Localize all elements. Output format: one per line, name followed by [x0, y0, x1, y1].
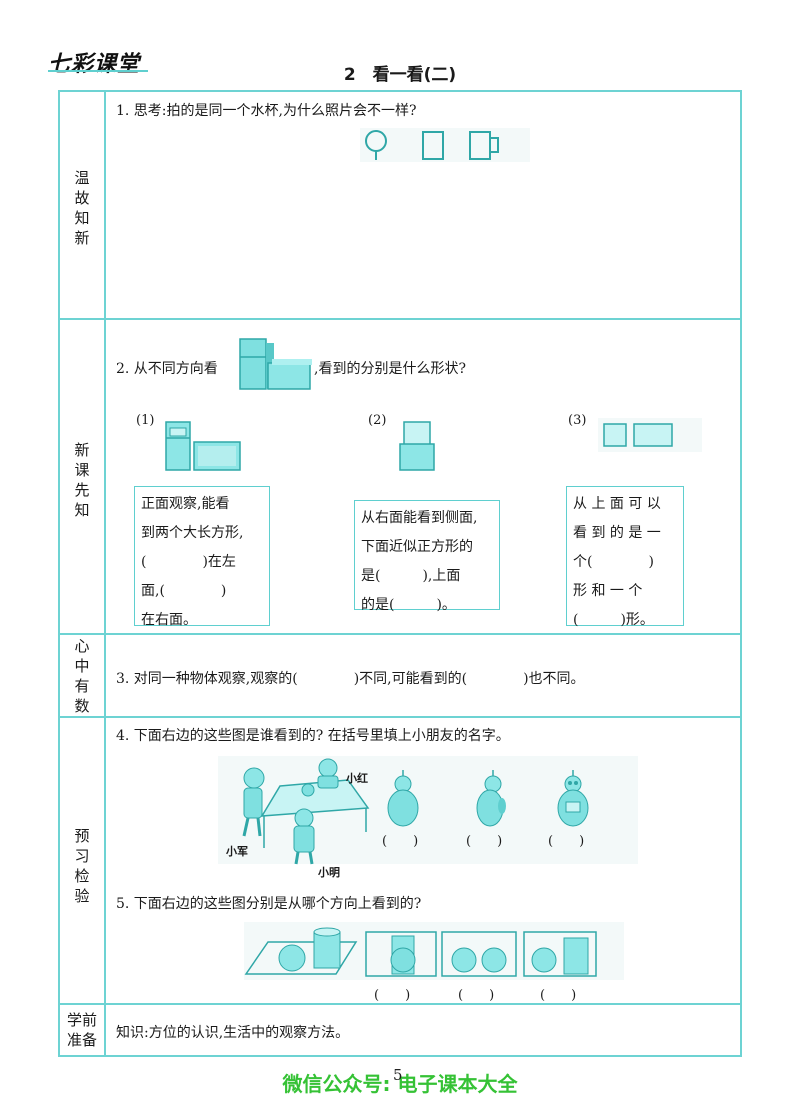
box3-line: 从 上 面 可 以 [573, 496, 661, 512]
toy-view-2 [476, 770, 506, 827]
sub-label-2: (2) [368, 413, 387, 428]
watermark-text: 微信公众号: 电子课本大全 [282, 1072, 518, 1096]
section-divider [58, 1003, 742, 1005]
section-label-pre: 学前准备 [66, 1011, 97, 1049]
section-divider [58, 716, 742, 718]
fridge-and-microwave-illustration [239, 338, 312, 390]
question-3: 3. 对同一种物体观察,观察的( )不同,可能看到的( )也不同。 [116, 671, 585, 687]
box1-line: 到两个大长方形, [141, 525, 244, 541]
section-label-new: 新课先知 [74, 441, 90, 519]
ball-and-cylinder-illustration [244, 922, 624, 980]
box3-line: 形 和 一 个 [573, 583, 643, 599]
box3-line: 个( ) [573, 554, 654, 570]
box2-line: 从右面能看到侧面, [361, 510, 478, 526]
section-divider [58, 318, 742, 320]
answer-blank[interactable]: ( ) [540, 988, 577, 1003]
kids-around-table-illustration [218, 756, 638, 865]
box1-line: 在右面。 [141, 612, 197, 628]
box3-line: 看 到 的 是 一 [573, 525, 661, 541]
box3-line: ( )形。 [573, 612, 654, 628]
logo-text: 七彩课堂 [48, 52, 141, 77]
question-2-part-b: ,看到的分别是什么形状? [314, 361, 466, 377]
box2-line: 的是( )。 [361, 597, 456, 613]
toy-view-1 [387, 770, 419, 827]
prep-knowledge: 知识:方位的认识,生活中的观察方法。 [116, 1025, 350, 1041]
question-5: 5. 下面右边的这些图分别是从哪个方向上看到的? [116, 896, 422, 912]
logo-underline [48, 70, 148, 72]
top-view-illustration [598, 418, 702, 452]
view-option-3 [523, 931, 597, 977]
name-label-xiaohong: 小红 [346, 772, 368, 785]
section-label-mind: 心中有数 [74, 637, 90, 715]
answer-blank[interactable]: ( ) [458, 988, 495, 1003]
question-2-part-a: 2. 从不同方向看 [116, 361, 218, 377]
toy-view-3 [557, 770, 589, 827]
section-label-preview: 预习检验 [74, 827, 90, 905]
view-option-2 [441, 931, 517, 977]
label-column-divider [104, 90, 106, 1057]
box1-line: 正面观察,能看 [141, 496, 230, 512]
question-4: 4. 下面右边的这些图是谁看到的? 在括号里填上小朋友的名字。 [116, 728, 510, 744]
sub-label-1: (1) [136, 413, 155, 428]
answer-blank[interactable]: ( ) [466, 834, 503, 849]
box2-line: 下面近似正方形的 [361, 539, 473, 555]
answer-blank[interactable]: ( ) [374, 988, 411, 1003]
name-label-xiaoming: 小明 [318, 866, 340, 879]
section-divider [58, 633, 742, 635]
front-view-illustration [165, 421, 241, 471]
sub-label-3: (3) [568, 413, 587, 428]
view-option-1 [365, 931, 437, 977]
section-label-review: 温故知新 [74, 169, 90, 247]
observation-box-2: 从右面能看到侧面, 下面近似正方形的 是( ),上面 的是( )。 [354, 500, 500, 613]
answer-blank[interactable]: ( ) [382, 834, 419, 849]
worksheet-frame [58, 90, 742, 1057]
footer-watermark: 微信公众号: 电子课本大全 [0, 1068, 800, 1097]
box2-line: 是( ),上面 [361, 568, 461, 584]
observation-box-3: 从 上 面 可 以 看 到 的 是 一 个( ) 形 和 一 个 ( )形。 [566, 486, 684, 628]
box1-line: ( )在左 [141, 554, 236, 570]
side-view-illustration [399, 421, 435, 471]
cup-views-illustration [360, 128, 530, 162]
name-label-xiaojun: 小军 [226, 845, 248, 858]
page-number: 5 [393, 1066, 403, 1084]
box1-line: 面,( ) [141, 583, 227, 599]
observation-box-1: 正面观察,能看 到两个大长方形, ( )在左 面,( ) 在右面。 [134, 486, 270, 628]
page-title: 2 看一看(二) [343, 65, 457, 85]
question-1: 1. 思考:拍的是同一个水杯,为什么照片会不一样? [116, 103, 417, 119]
answer-blank[interactable]: ( ) [548, 834, 585, 849]
